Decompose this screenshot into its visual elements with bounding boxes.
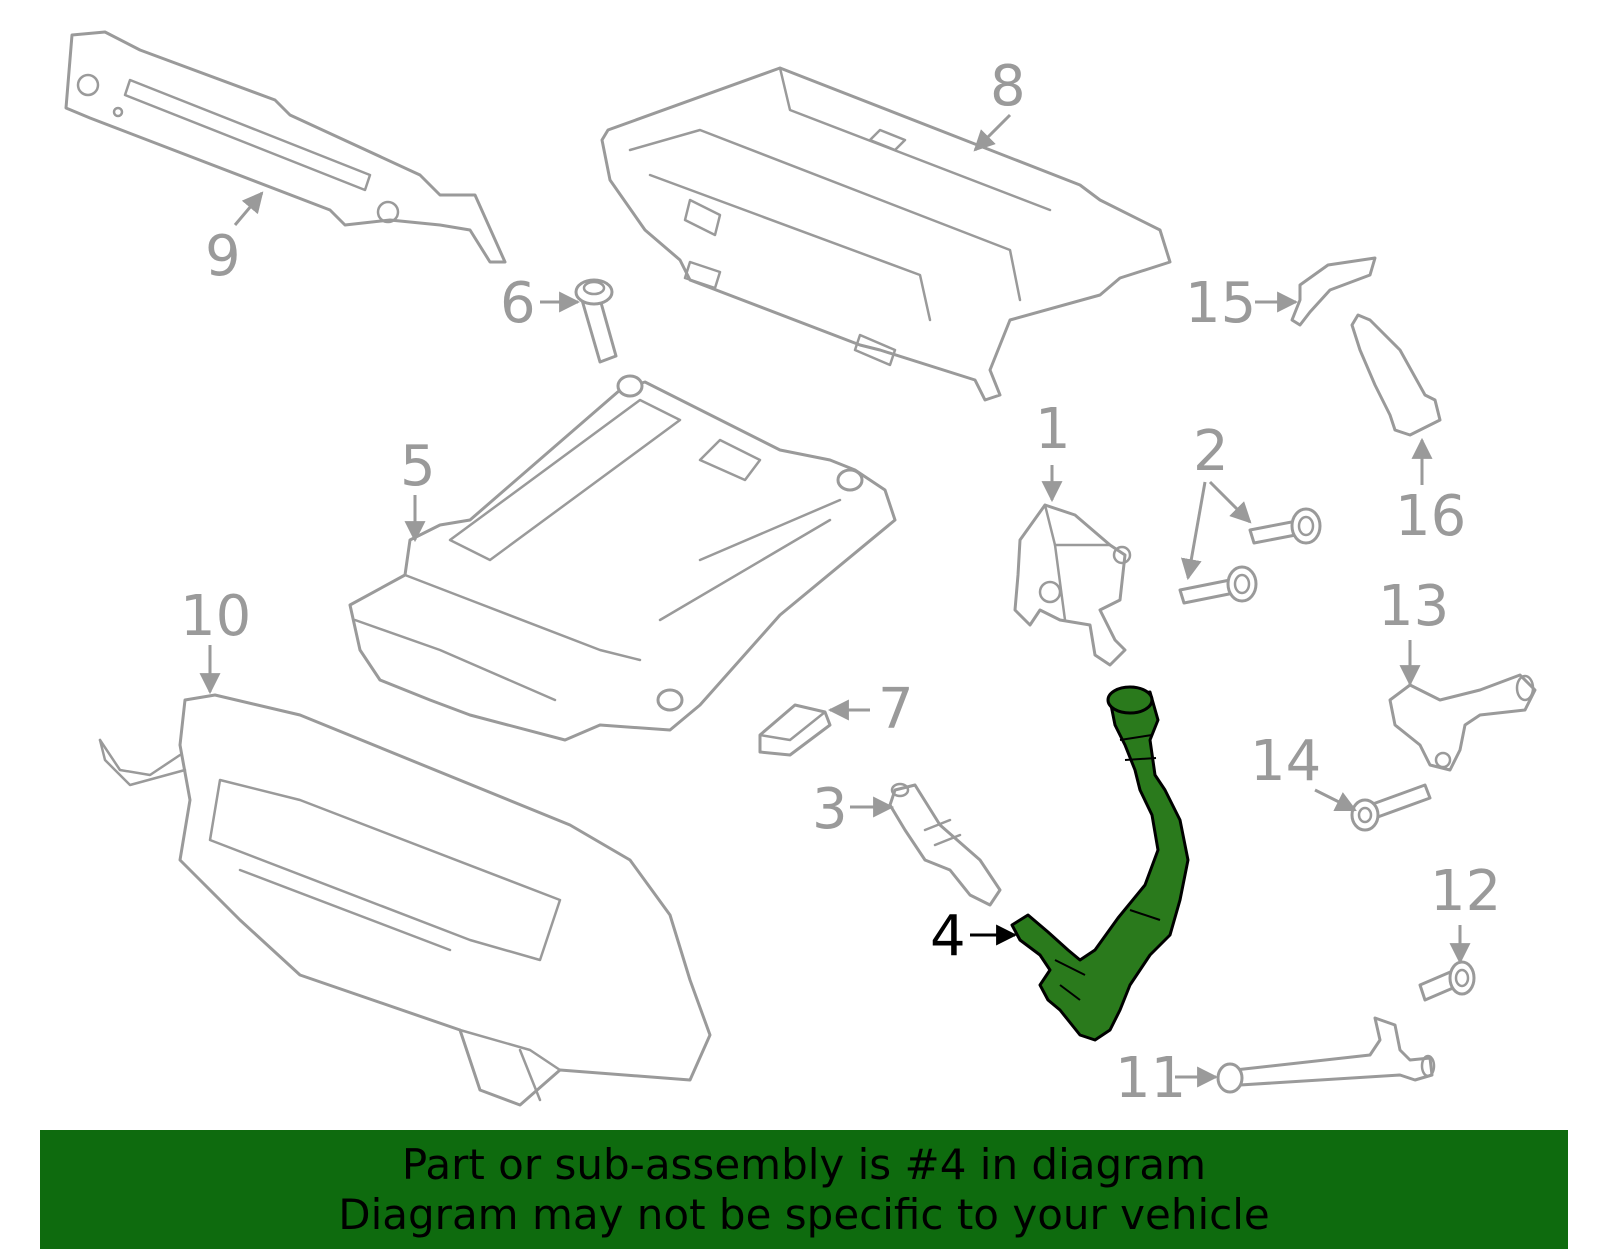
callout-numbers: 8 9 6 5 10 7 3 4 1 2 15 16 13 14 12 11 (180, 54, 1501, 1111)
callout-16: 16 (1395, 484, 1466, 549)
callout-15: 15 (1185, 271, 1256, 336)
part-8-housing[interactable] (600, 66, 1172, 402)
info-banner: Part or sub-assembly is #4 in diagram Di… (40, 1130, 1568, 1249)
callout-6: 6 (500, 271, 536, 336)
part-14-bolt[interactable] (1350, 783, 1432, 832)
part-4-highlighted[interactable] (1010, 685, 1190, 1042)
callout-3: 3 (812, 777, 848, 842)
part-13-sensor[interactable] (1388, 673, 1537, 772)
banner-line-2: Diagram may not be specific to your vehi… (338, 1189, 1270, 1239)
callout-14: 14 (1250, 729, 1321, 794)
part-2-bolts[interactable] (1178, 507, 1322, 605)
part-3-spark-plug[interactable] (888, 782, 1002, 907)
part-1-ignition-coil[interactable] (1013, 503, 1132, 667)
part-12-bolt[interactable] (1418, 960, 1476, 1002)
callout-7: 7 (878, 677, 914, 742)
callout-10: 10 (180, 584, 251, 649)
callout-1: 1 (1035, 397, 1071, 462)
callout-11: 11 (1115, 1046, 1186, 1111)
part-16-sensor[interactable] (1350, 313, 1442, 437)
banner-line-1: Part or sub-assembly is #4 in diagram (401, 1139, 1207, 1189)
callout-5: 5 (400, 434, 436, 499)
callout-8: 8 (990, 54, 1026, 119)
callout-12: 12 (1430, 859, 1501, 924)
part-6-bolt[interactable] (574, 278, 618, 364)
part-9-bracket[interactable] (64, 30, 507, 264)
part-15-clip[interactable] (1290, 256, 1377, 327)
callout-4: 4 (930, 904, 966, 969)
part-5-ecm[interactable] (348, 374, 897, 742)
part-10-cover[interactable] (98, 693, 712, 1107)
part-11-sensor[interactable] (1216, 1016, 1436, 1094)
part-7-clip[interactable] (758, 703, 832, 757)
leader-lines (199, 113, 1471, 1088)
callout-2: 2 (1193, 419, 1229, 484)
callout-9: 9 (205, 224, 241, 289)
callout-13: 13 (1378, 574, 1449, 639)
